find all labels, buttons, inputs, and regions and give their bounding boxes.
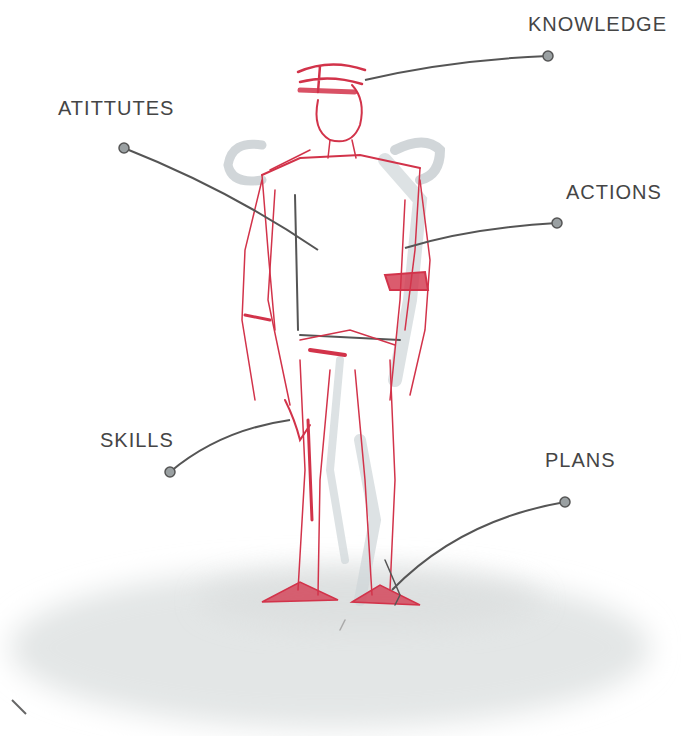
stray-mark xyxy=(12,700,26,714)
callout-label: SKILLS xyxy=(100,428,174,452)
ground-shadow xyxy=(10,568,650,728)
sketch-figure xyxy=(228,64,440,630)
leader-dots xyxy=(119,51,570,507)
callout-label: ACTIONS xyxy=(566,180,662,204)
callout-label: ATITTUTES xyxy=(58,96,174,120)
callout-label: PLANS xyxy=(545,448,616,472)
leader-lines xyxy=(124,56,565,590)
callout-label: KNOWLEDGE xyxy=(528,12,667,36)
